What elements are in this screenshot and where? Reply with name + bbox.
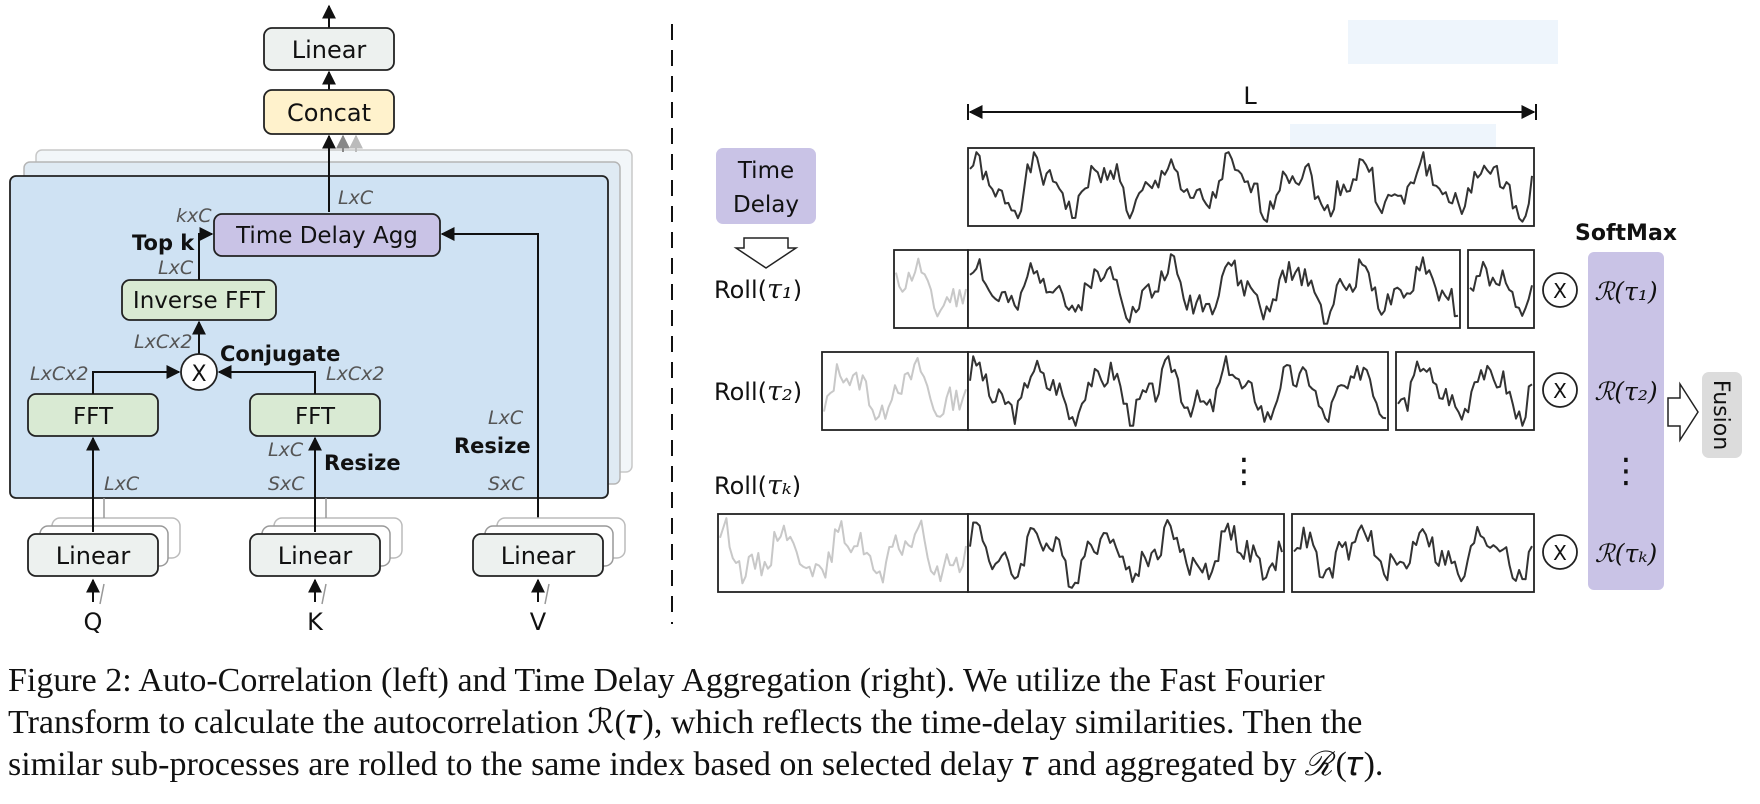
main-block (9, 175, 609, 499)
dim-kxc: kxC (176, 205, 212, 227)
autocorr-r-1: ℛ(𝜏₁) (1594, 277, 1657, 306)
fft-left-label: FFT (73, 404, 114, 430)
dim-lxcx2-ifft: LxCx2 (134, 331, 192, 353)
softmax-label: SoftMax (1575, 221, 1677, 246)
fusion-label: Fusion (1708, 380, 1733, 450)
multiply-circle-1 (1542, 272, 1578, 308)
multiply-circle-2 (1542, 372, 1578, 408)
linear-top-box (263, 27, 395, 71)
fft-left-to-mult-arrow (92, 365, 181, 394)
input-v-label: V (530, 608, 547, 636)
roll-1-main-frame (967, 249, 1461, 329)
auto-correlation-figure: Linear Concat Time Delay Agg LxC kxC Top… (9, 4, 1742, 636)
linear-q-label: Linear (56, 542, 131, 570)
roll-2-shifted-line (823, 357, 967, 421)
roll-2-label: Roll(𝜏₂) (714, 376, 802, 407)
time-delay-down-arrow (733, 237, 799, 269)
roll-2-tail-line (1397, 360, 1533, 427)
caption-line-1: Figure 2: Auto-Correlation (left) and Ti… (8, 662, 1325, 699)
dim-lxc-v: LxC (488, 407, 524, 429)
roll-1-label: Roll(𝜏₁) (714, 274, 802, 305)
highlight-patch-1 (1348, 20, 1558, 64)
time-delay-aggregation-diagram: Time Delay L Roll(𝜏₁) Roll(𝜏₂) ⋮ Roll(𝜏ₖ… (714, 20, 1742, 593)
roll-k-tail-line (1293, 524, 1533, 583)
input-q-label: Q (84, 608, 103, 636)
multiply-label-k: X (1553, 541, 1567, 565)
roll-1-tail-line (1469, 260, 1533, 317)
caption-line-2: Transform to calculate the autocorrelati… (8, 704, 1363, 741)
multiply-label-1: X (1553, 279, 1567, 303)
softmax-column (1588, 252, 1664, 590)
dim-lxcx2-left: LxCx2 (30, 363, 88, 385)
v-to-agg-arrow (440, 227, 539, 532)
softmax-ellipsis: ⋮ (1609, 451, 1643, 491)
resize-k-label: Resize (324, 451, 401, 475)
linear-k-stack: Linear (249, 517, 403, 577)
roll-k-tail-frame (1291, 513, 1535, 593)
dim-lxc-q: LxC (104, 473, 140, 495)
dim-lxcx2-right: LxCx2 (326, 363, 384, 385)
autocorr-r-k: ℛ(𝜏ₖ) (1595, 539, 1657, 568)
concat-box (263, 89, 395, 135)
linear-v-box (472, 533, 604, 577)
length-label: L (1243, 82, 1257, 110)
original-series-line (969, 151, 1533, 223)
time-delay-box (716, 148, 816, 224)
roll-1-tail-frame (1467, 249, 1535, 329)
fusion-arrow (1667, 381, 1699, 443)
roll-k-main-frame (967, 513, 1285, 593)
multiply-label: X (191, 362, 206, 387)
dim-sxc-v: SxC (488, 473, 525, 495)
input-k-shadow (321, 583, 327, 605)
roll-k-label: Roll(𝜏ₖ) (714, 470, 801, 501)
series-ellipsis: ⋮ (1227, 451, 1261, 491)
multiply-label-2: X (1553, 379, 1567, 403)
time-delay-agg-box (213, 213, 441, 257)
fft-right-label: FFT (295, 404, 336, 430)
linear-q-box (27, 533, 159, 577)
fft-right-to-mult-arrow (217, 365, 316, 394)
linear-k-box (249, 533, 381, 577)
multiply-circle-k (1542, 534, 1578, 570)
roll-k-shifted-line (719, 517, 967, 585)
inverse-fft-label: Inverse FFT (133, 288, 266, 314)
dim-lxc-agg-out: LxC (338, 187, 374, 209)
roll-1-main-line (969, 253, 1459, 325)
ifft-to-agg-arrow (198, 227, 214, 280)
linear-k-label: Linear (278, 542, 353, 570)
figure-caption: Figure 2: Auto-Correlation (left) and Ti… (8, 660, 1756, 786)
dim-lxc-k: LxC (268, 439, 304, 461)
time-delay-label-1: Time (737, 158, 794, 184)
linear-v-stack: Linear (472, 517, 626, 577)
roll-1-shifted-line (895, 257, 967, 318)
conjugate-label: Conjugate (220, 342, 340, 366)
concat-label: Concat (287, 99, 371, 127)
dim-sxc-k: SxC (268, 473, 305, 495)
input-k-label: K (307, 608, 324, 636)
roll-k-main-line (969, 519, 1283, 589)
resize-v-label: Resize (454, 434, 531, 458)
auto-correlation-diagram: Linear Concat Time Delay Agg LxC kxC Top… (9, 4, 633, 636)
input-q-shadow (99, 583, 105, 605)
linear-top-label: Linear (292, 36, 367, 64)
dim-lxc-ifft: LxC (158, 257, 194, 279)
time-delay-label-2: Delay (733, 192, 799, 218)
roll-2-main-line (969, 355, 1387, 427)
multiply-circle (180, 353, 218, 391)
fusion-box (1702, 372, 1742, 458)
time-delay-agg-label: Time Delay Agg (235, 223, 418, 249)
input-v-shadow (544, 583, 550, 605)
caption-line-3: similar sub-processes are rolled to the … (8, 746, 1384, 783)
roll-2-shifted-frame (821, 351, 969, 431)
linear-q-stack: Linear (27, 517, 181, 577)
autocorr-r-2: ℛ(𝜏₂) (1594, 377, 1657, 406)
top-k-label: Top k (132, 231, 195, 255)
linear-v-label: Linear (501, 542, 576, 570)
original-series-frame (967, 147, 1535, 227)
